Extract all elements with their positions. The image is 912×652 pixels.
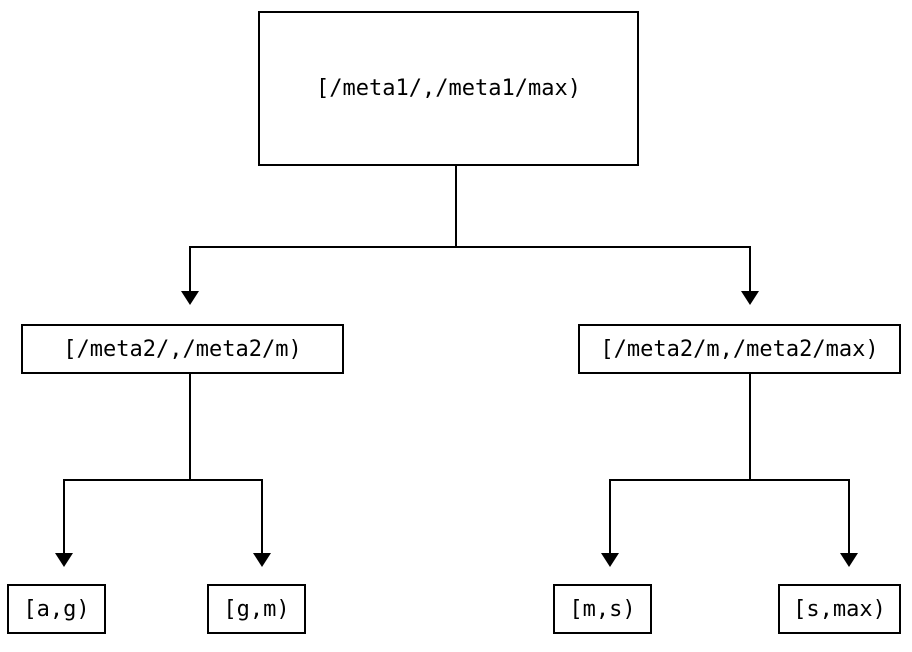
- arrowhead-leaf-2-icon: [253, 553, 271, 567]
- arrowhead-root-to-mid-right-icon: [741, 291, 759, 305]
- node-mid-right[interactable]: [/meta2/m,/meta2/max): [578, 324, 901, 374]
- edge-mid-left-to-leaf-2: [261, 479, 263, 553]
- node-leaf-3-label: [m,s): [569, 596, 636, 622]
- node-leaf-1[interactable]: [a,g): [7, 584, 106, 634]
- node-leaf-4[interactable]: [s,max): [778, 584, 901, 634]
- node-mid-left-label: [/meta2/,/meta2/m): [63, 336, 302, 362]
- arrowhead-leaf-3-icon: [601, 553, 619, 567]
- node-root-label: [/meta1/,/meta1/max): [316, 76, 581, 101]
- node-leaf-3[interactable]: [m,s): [553, 584, 652, 634]
- arrowhead-root-to-mid-left-icon: [181, 291, 199, 305]
- node-leaf-4-label: [s,max): [793, 596, 886, 622]
- edge-level1-bus: [189, 246, 751, 248]
- edge-right-subtree-bus: [609, 479, 850, 481]
- edge-root-stem: [455, 166, 457, 247]
- edge-mid-right-to-leaf-4: [848, 479, 850, 553]
- edge-left-subtree-bus: [63, 479, 263, 481]
- edge-mid-right-stem: [749, 374, 751, 480]
- edge-root-to-mid-left: [189, 246, 191, 291]
- node-leaf-2-label: [g,m): [223, 596, 290, 622]
- arrowhead-leaf-1-icon: [55, 553, 73, 567]
- node-leaf-1-label: [a,g): [23, 596, 90, 622]
- node-mid-left[interactable]: [/meta2/,/meta2/m): [21, 324, 344, 374]
- node-root[interactable]: [/meta1/,/meta1/max): [258, 11, 639, 166]
- edge-mid-left-stem: [189, 374, 191, 480]
- node-leaf-2[interactable]: [g,m): [207, 584, 306, 634]
- edge-root-to-mid-right: [749, 246, 751, 291]
- node-mid-right-label: [/meta2/m,/meta2/max): [600, 336, 879, 362]
- edge-mid-right-to-leaf-3: [609, 479, 611, 553]
- edge-mid-left-to-leaf-1: [63, 479, 65, 553]
- arrowhead-leaf-4-icon: [840, 553, 858, 567]
